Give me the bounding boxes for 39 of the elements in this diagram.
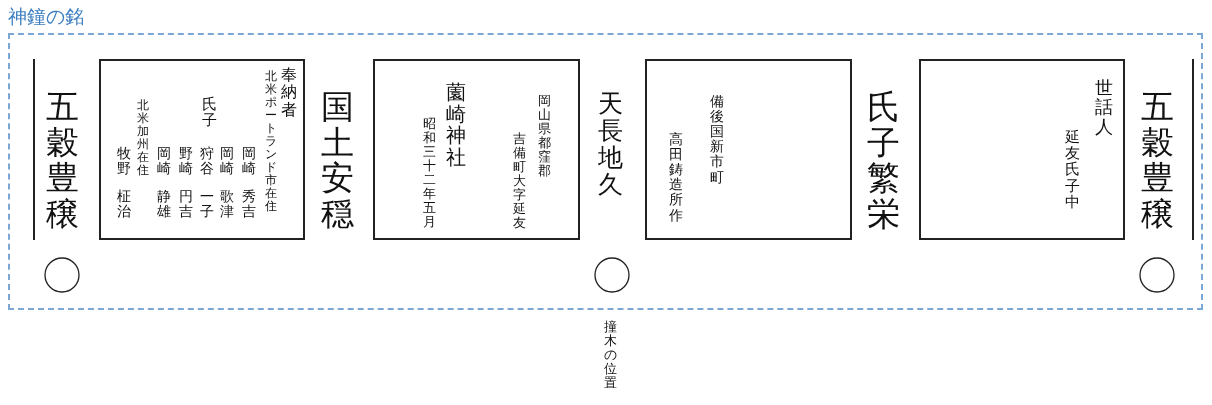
circle-mark — [44, 257, 80, 293]
inscription-panel — [373, 59, 580, 240]
inscription-text: 岡崎 — [220, 146, 234, 177]
circle-mark — [594, 257, 630, 293]
inscription-text: 吉備町大字延友 — [512, 132, 526, 231]
inscription-text: 柾治 — [117, 189, 131, 220]
inscription-text: 岡崎 — [157, 146, 171, 177]
inscription-text: 岡崎 — [242, 146, 256, 177]
inscription-text: 静雄 — [157, 189, 171, 220]
inscription-text: 野崎 — [179, 146, 193, 177]
motto-text: 五穀豊穣 — [1140, 90, 1174, 233]
inscription-text: 岡山県都窪郡 — [537, 94, 551, 179]
circle-mark — [1139, 257, 1175, 293]
inscription-text: 北米加州在住 — [137, 99, 149, 177]
inscription-text: 薗崎神社 — [446, 82, 466, 169]
inscription-text: 高田鋳造所作 — [669, 132, 683, 223]
inscription-panel — [919, 59, 1125, 240]
inscription-text: 円吉 — [179, 189, 193, 220]
inscription-text: 秀吉 — [242, 189, 256, 220]
motto-text: 国土安穏 — [320, 90, 354, 233]
inscription-text: 備後国新市町 — [710, 94, 724, 185]
motto-text: 氏子繁栄 — [866, 90, 900, 233]
dashed-frame — [8, 33, 1203, 310]
inscription-text: 牧野 — [117, 146, 131, 177]
note-text: 撞木の位置 — [603, 320, 617, 391]
inscription-panel — [99, 59, 305, 240]
title: 神鐘の銘 — [8, 4, 84, 29]
inscription-text: 歌津 — [220, 189, 234, 220]
motto-text: 天長地久 — [597, 90, 623, 198]
inscription-text: 昭和三十二年五月 — [422, 117, 436, 230]
motto-text: 五穀豊穣 — [45, 90, 79, 233]
inscription-panel — [645, 59, 852, 240]
inscription-text: 一子 — [200, 189, 214, 220]
inscription-text: 奉納者 — [281, 66, 297, 118]
inscription-text: 世話人 — [1095, 79, 1113, 138]
inscription-text: 氏子 — [201, 96, 217, 129]
inscription-text: 延友氏子中 — [1064, 129, 1080, 210]
inscription-text: 狩谷 — [200, 146, 214, 177]
inscription-text: 北米ポートランド市在住 — [265, 70, 277, 213]
